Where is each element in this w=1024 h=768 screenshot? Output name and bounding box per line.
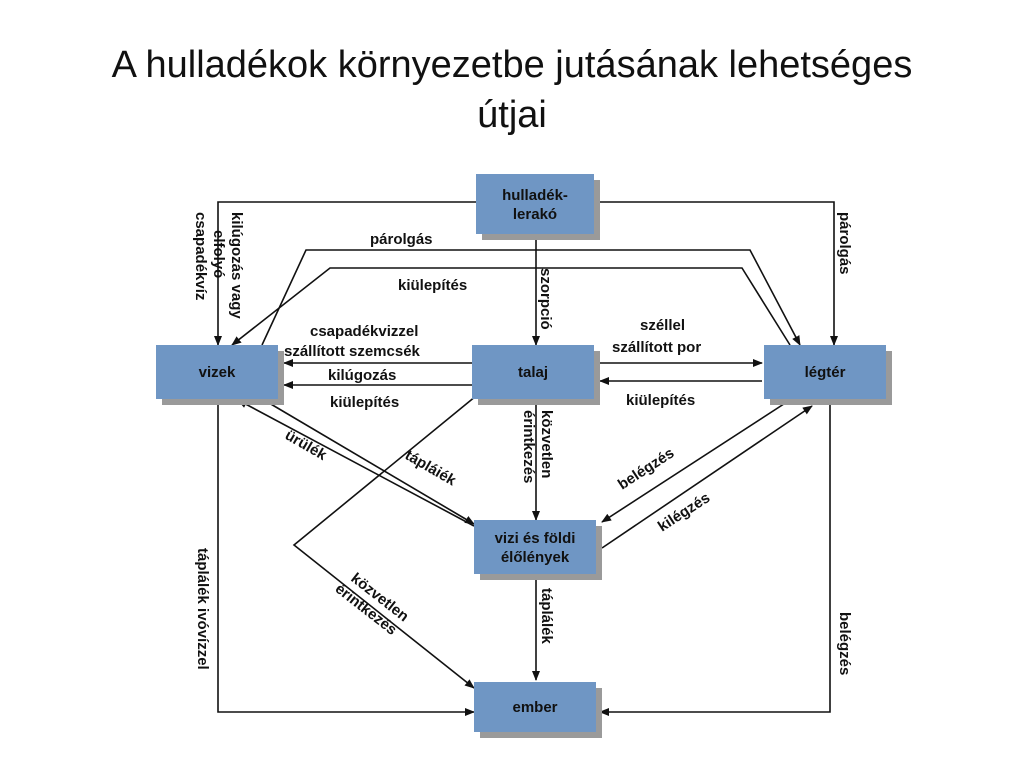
label-inhalation-right: belégzés: [836, 612, 853, 675]
node-soil-label: talaj: [518, 364, 548, 381]
arrow-landfill-to-air: [594, 201, 838, 346]
node-organisms-label-2: élőlények: [501, 549, 570, 566]
label-exhalation: kilégzés: [655, 489, 713, 535]
node-human: ember: [474, 682, 602, 738]
label-excrement: ürülék: [282, 427, 330, 465]
label-sorption: szorpció: [537, 268, 554, 330]
label-precip-transport-2: szállított szemcsék: [284, 343, 421, 360]
label-settling-top: kiülepítés: [398, 277, 467, 294]
arrow-air-to-human: [599, 398, 831, 716]
arrow-waters-to-organisms: [263, 399, 475, 525]
label-leaching-line-2: elfolyó: [210, 230, 227, 278]
node-organisms: vizi és földi élőlények: [474, 520, 602, 580]
node-waters: vizek: [156, 345, 284, 405]
arrow-landfill-to-waters: [214, 201, 476, 346]
label-direct-contact-vertical-2: érintkezés: [520, 410, 537, 483]
label-evaporation-right: párolgás: [836, 212, 853, 275]
label-inhalation-diag: belégzés: [615, 445, 677, 494]
label-nutrient-diag: tápláiék: [402, 447, 459, 490]
node-organisms-label-1: vizi és földi: [495, 530, 576, 547]
node-human-label: ember: [512, 699, 557, 716]
slide-title: A hulladékok környezetbe jutásának lehet…: [40, 40, 984, 140]
label-leaching-line-3: csapadékvíz: [192, 212, 209, 300]
node-waters-label: vizek: [199, 364, 236, 381]
label-direct-contact-vertical-1: közvetlen: [538, 410, 555, 478]
label-settling-right: kiülepítés: [626, 392, 695, 409]
label-wind-dust-2: szállított por: [612, 339, 701, 356]
slide-title-line-1: A hulladékok környezetbe jutásának lehet…: [111, 44, 913, 86]
label-precip-transport-1: csapadékvizzel: [310, 323, 418, 340]
label-evaporation-top: párolgás: [370, 231, 433, 248]
arrow-air-to-organisms: [601, 399, 791, 523]
arrow-organisms-to-waters: [237, 399, 475, 527]
arrow-air-to-waters-settling: [231, 267, 791, 346]
node-soil: talaj: [472, 345, 600, 405]
slide-title-line-2: útjai: [477, 94, 547, 136]
node-air: légtér: [764, 345, 892, 405]
connection-lines: [214, 201, 838, 716]
node-landfill-label-2: lerakó: [513, 206, 557, 223]
label-wind-dust-1: széllel: [640, 317, 685, 334]
arrow-waters-to-air-evaporation: [261, 249, 801, 346]
arrow-waters-to-human: [217, 398, 475, 716]
arrow-soil-to-human: [292, 395, 477, 689]
label-settling-left: kiülepítés: [330, 394, 399, 411]
node-landfill: hulladék- lerakó: [476, 174, 600, 240]
label-nutrient-vertical: táplálék: [538, 588, 555, 645]
arrow-organisms-to-air: [601, 405, 813, 549]
node-air-label: légtér: [805, 364, 846, 381]
label-leaching: kilúgozás: [328, 367, 396, 384]
node-landfill-label-1: hulladék-: [502, 187, 568, 204]
label-nutrient-drinking-water: táplálék ivóvízzel: [194, 548, 211, 670]
label-leaching-line-1: kilúgozás vagy: [228, 212, 245, 319]
